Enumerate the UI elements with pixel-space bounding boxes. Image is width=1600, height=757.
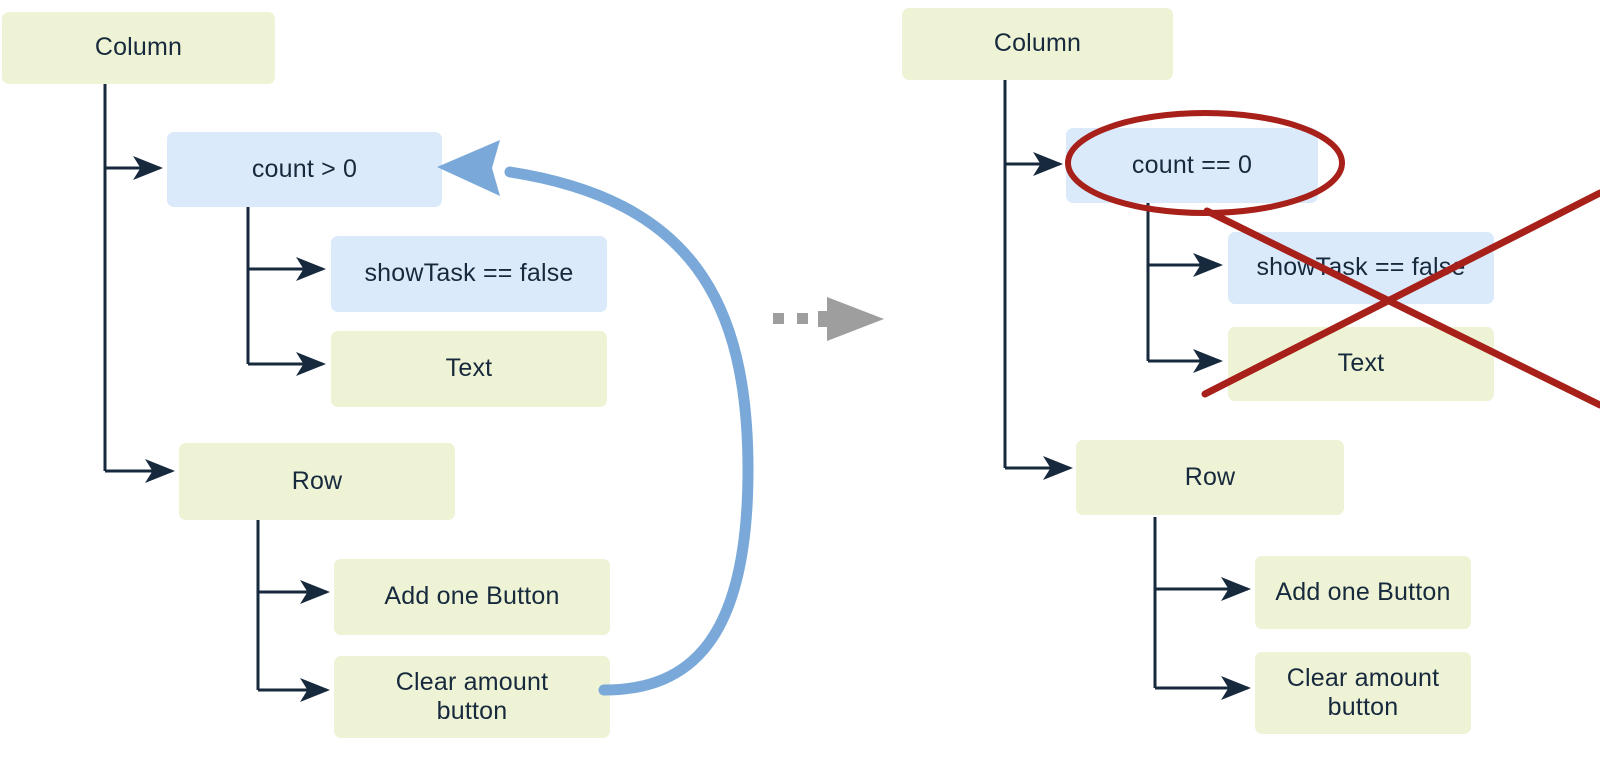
right-node-clear-amount-button[interactable]: Clear amount button [1255,652,1471,734]
left-node-column[interactable]: Column [2,12,275,84]
right-node-showtask-condition[interactable]: showTask == false [1228,232,1494,304]
left-node-count-condition[interactable]: count > 0 [167,132,442,207]
node-label: Row [1184,462,1236,491]
node-label: count > 0 [251,154,358,183]
node-label: Column [993,29,1082,58]
right-node-count-condition[interactable]: count == 0 [1066,128,1318,203]
left-node-row[interactable]: Row [179,443,455,520]
node-label: Clear amount button [1286,663,1440,722]
node-label: showTask == false [1256,253,1466,282]
node-label: count == 0 [1131,150,1253,179]
node-label: Text [1337,349,1385,378]
node-label: Clear amount button [395,667,549,726]
left-node-clear-amount-button[interactable]: Clear amount button [334,656,610,738]
right-node-column[interactable]: Column [902,8,1173,80]
node-label: Add one Button [1275,577,1451,606]
left-node-showtask-condition[interactable]: showTask == false [331,236,607,312]
right-node-text[interactable]: Text [1228,327,1494,401]
left-node-add-one-button[interactable]: Add one Button [334,559,610,635]
right-node-add-one-button[interactable]: Add one Button [1255,556,1471,629]
transition-arrowhead [827,297,884,341]
node-label: showTask == false [364,259,574,288]
state-transition-arrow [773,297,884,341]
node-label: Text [445,354,493,383]
transition-dot [797,313,808,324]
node-label: Add one Button [384,582,560,611]
left-node-text[interactable]: Text [331,331,607,407]
right-node-row[interactable]: Row [1076,440,1344,515]
node-label: Row [291,466,343,495]
transition-dot [773,313,784,324]
node-label: Column [94,33,183,62]
